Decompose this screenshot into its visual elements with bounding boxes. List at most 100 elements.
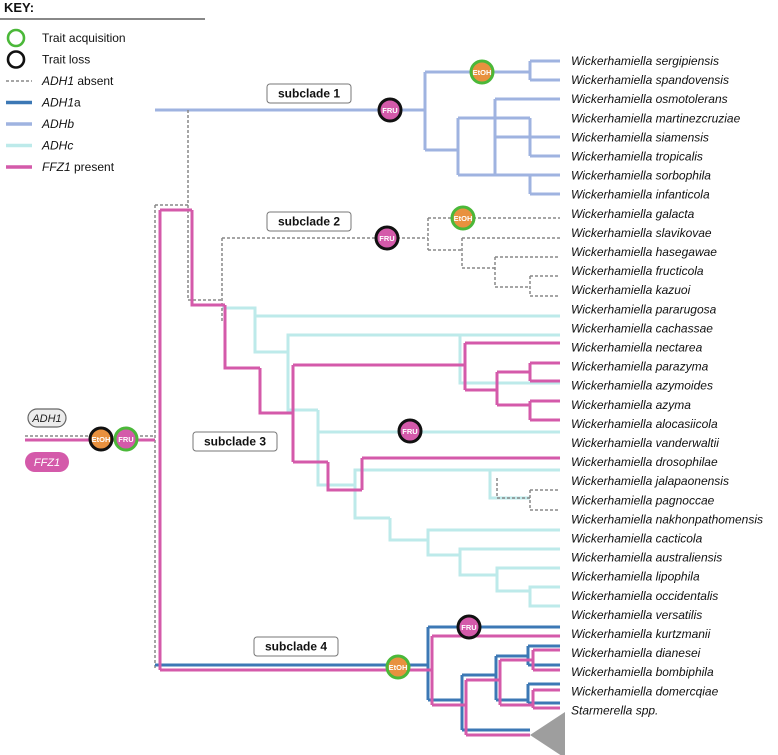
taxon-label: Wickerhamiella azymoides [571,379,713,393]
trait-marker-label: FRU [461,623,476,632]
taxon-label: Wickerhamiella galacta [571,207,695,221]
fru-loss-marker: FRU [377,97,403,123]
key-item: ADH1 absent [6,74,114,88]
branch-segment [326,462,362,492]
key-item: FFZ1 present [6,160,115,174]
taxon-label: Wickerhamiella osmotolerans [571,92,728,106]
branch-segment [223,305,260,370]
taxon-label: Wickerhamiella jalapaonensis [571,474,729,488]
taxon-label: Wickerhamiella domercqiae [571,684,719,698]
adh1-root-label: ADH1 [27,408,67,428]
key-item-label: ADH1 absent [41,74,114,88]
trait-marker-circle [113,426,139,452]
trait-marker-circle [456,614,482,640]
ffz1-pill-text: FFZ1 [34,457,60,469]
taxon-label: Wickerhamiella fructicola [571,264,704,278]
taxon-labels: Wickerhamiella sergipiensisWickerhamiell… [571,54,763,717]
taxon-label: Wickerhamiella vanderwaltii [571,436,719,450]
branch-segment [528,591,560,608]
key-item: Trait acquisition [6,28,126,48]
etoh-acquisition-marker: EtOH [469,59,495,85]
key-item: ADH1a [6,96,81,110]
key-item-label: FFZ1 present [42,160,115,174]
clade-labels: subclade 1 subclade 2 subclade 3 subclade 4 [192,83,352,657]
taxon-label: Wickerhamiella sorbophila [571,169,711,183]
fru-acquisition-marker: FRU [113,426,139,452]
trait-marker-label: FRU [118,435,133,444]
clade-label-text: subclade 4 [265,640,327,654]
adh1-pill-text: ADH1 [31,413,61,425]
trait-marker-circle [397,418,423,444]
taxon-label: Wickerhamiella spandovensis [571,73,729,87]
taxon-label: Wickerhamiella slavikovae [571,226,712,240]
ffz1-pill [25,452,69,472]
key-item-label: ADHc [41,139,73,153]
clade-label-text: subclade 3 [204,435,266,449]
taxon-label: Wickerhamiella parazyma [571,360,709,374]
taxon-label: Wickerhamiella martinezcruziae [571,111,741,125]
fru-loss-marker: FRU [397,418,423,444]
adh1-pill [27,408,67,428]
taxon-label: Wickerhamiella hasegawae [571,245,717,259]
etoh-acquisition-marker: EtOH [450,205,476,231]
taxon-label: Wickerhamiella dianesei [571,646,701,660]
trait-marker-circle [88,426,114,452]
taxon-label: Wickerhamiella pagnoccae [571,493,715,507]
trait-markers: EtOH FRU EtOH FRU FRU FRU EtOH EtOH FRU [88,59,495,680]
branch-segment [495,575,530,593]
taxon-label: Wickerhamiella occidentalis [571,589,718,603]
taxon-label: Wickerhamiella bombiphila [571,665,714,679]
branch-segment [190,210,225,307]
fru-loss-marker: FRU [456,614,482,640]
trait-marker-circle [450,205,476,231]
clade-label-box [266,211,352,232]
trait-marker-label: EtOH [473,68,492,77]
taxon-label: Wickerhamiella azyma [571,398,691,412]
branch-segment [316,410,560,434]
branch-segment [426,540,460,557]
branch-segment [353,485,390,520]
taxon-label: Wickerhamiella lipophila [571,570,700,584]
branch-segment [286,352,318,412]
trait-marker-label: EtOH [389,663,408,672]
taxon-label: Wickerhamiella nakhonpathomensis [571,512,763,526]
clade-label: subclade 1 [266,83,352,104]
taxon-label: Wickerhamiella pararugosa [571,302,717,316]
clade-label-text: subclade 2 [278,215,340,229]
key-item-label: ADHb [41,117,74,131]
taxon-label: Wickerhamiella versatilis [571,608,702,622]
tree-branches [25,59,565,755]
trait-marker-label: FRU [402,427,417,436]
clade-label: subclade 4 [253,636,339,657]
trait-marker-circle [469,59,495,85]
trait-marker-label: EtOH [92,435,111,444]
taxon-label: Wickerhamiella siamensis [571,130,709,144]
taxon-label: Wickerhamiella sergipiensis [571,54,719,68]
key-item-label: Trait acquisition [42,31,126,45]
branch-segment [458,555,497,577]
taxon-label: Wickerhamiella infanticola [571,188,710,202]
taxon-label: Wickerhamiella cacticola [571,532,703,546]
taxon-label: Wickerhamiella australiensis [571,551,722,565]
taxon-label: Wickerhamiella kurtzmanii [571,627,711,641]
key-title: KEY: [4,0,34,15]
clade-label: subclade 3 [192,431,278,452]
clade-label-box [192,431,278,452]
collapsed-clade-triangle [530,712,565,755]
trait-marker-label: FRU [379,234,394,243]
trait-marker-label: EtOH [454,214,473,223]
key-item: ADHc [6,139,73,153]
clade-label-box [266,83,352,104]
ffz1-root-label: FFZ1 [25,452,69,472]
taxon-label: Starmerella spp. [571,703,658,717]
trait-marker-circle [374,225,400,251]
etoh-acquisition-marker: EtOH [385,654,411,680]
taxon-label: Wickerhamiella tropicalis [571,150,703,164]
branch-segment [488,470,530,500]
fru-loss-marker: FRU [374,225,400,251]
branch-segment [388,518,428,542]
clade-label-text: subclade 1 [278,87,340,101]
